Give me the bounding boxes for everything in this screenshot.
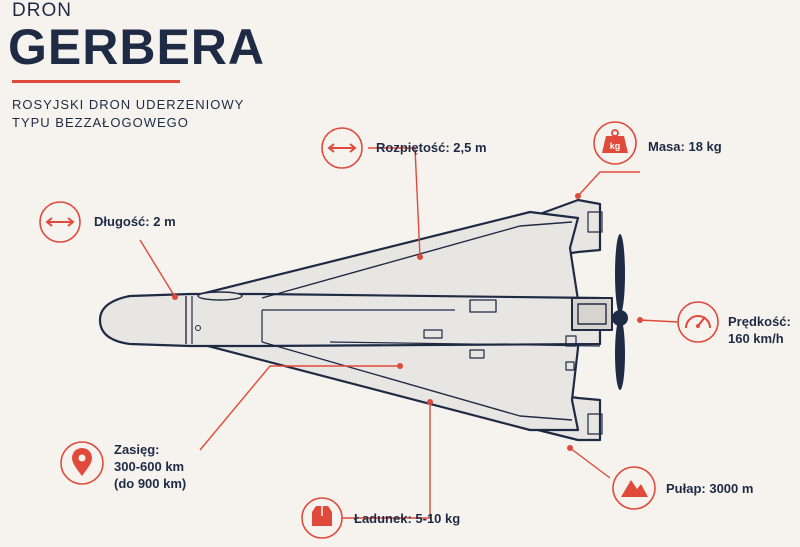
leader-zasieg xyxy=(199,365,400,451)
leader-predkosc xyxy=(639,319,679,323)
propeller-lower xyxy=(615,318,625,390)
weight-icon-label: kg xyxy=(610,141,621,151)
spec-zasieg-max: (do 900 km) xyxy=(114,476,187,491)
spec-predkosc-label: Prędkość: xyxy=(728,314,791,329)
spec-predkosc-value: 160 km/h xyxy=(728,331,784,346)
package-icon xyxy=(301,497,343,539)
page-title: GERBERA xyxy=(8,19,266,75)
double-arrow-icon xyxy=(39,201,81,243)
leader-masa xyxy=(577,171,640,197)
subtitle-line-2: TYPU BEZZAŁOGOWEGO xyxy=(12,115,189,130)
header-kicker: DRON xyxy=(12,0,72,21)
propeller-upper xyxy=(615,234,625,314)
propeller-hub xyxy=(612,310,628,326)
speedometer-icon xyxy=(677,301,719,343)
double-arrow-icon xyxy=(321,127,363,169)
spec-dlugosc: Długość: 2 m xyxy=(94,214,176,229)
leader-rozpietosc xyxy=(368,147,421,258)
spec-zasieg-value: 300-600 km xyxy=(114,459,185,474)
drone-illustration xyxy=(98,198,628,442)
leader-dlugosc xyxy=(139,239,176,298)
weight-icon: kg xyxy=(593,121,637,165)
spec-pulap: Pułap: 3000 m xyxy=(666,481,754,496)
mountain-icon xyxy=(612,466,656,510)
spec-masa: Masa: 18 kg xyxy=(648,139,722,154)
spec-zasieg-label: Zasięg: xyxy=(114,442,160,457)
leader-lines xyxy=(139,147,679,519)
location-pin-icon xyxy=(60,441,104,485)
leader-pulap xyxy=(569,447,611,479)
fuselage xyxy=(98,292,602,348)
spec-rozpietosc: Rozpiętość: 2,5 m xyxy=(376,140,487,155)
leader-ladunek xyxy=(342,402,431,519)
subtitle-line-1: ROSYJSKI DRON UDERZENIOWY xyxy=(12,97,245,112)
title-underline xyxy=(12,80,180,83)
spec-ladunek: Ładunek: 5-10 kg xyxy=(354,511,461,526)
